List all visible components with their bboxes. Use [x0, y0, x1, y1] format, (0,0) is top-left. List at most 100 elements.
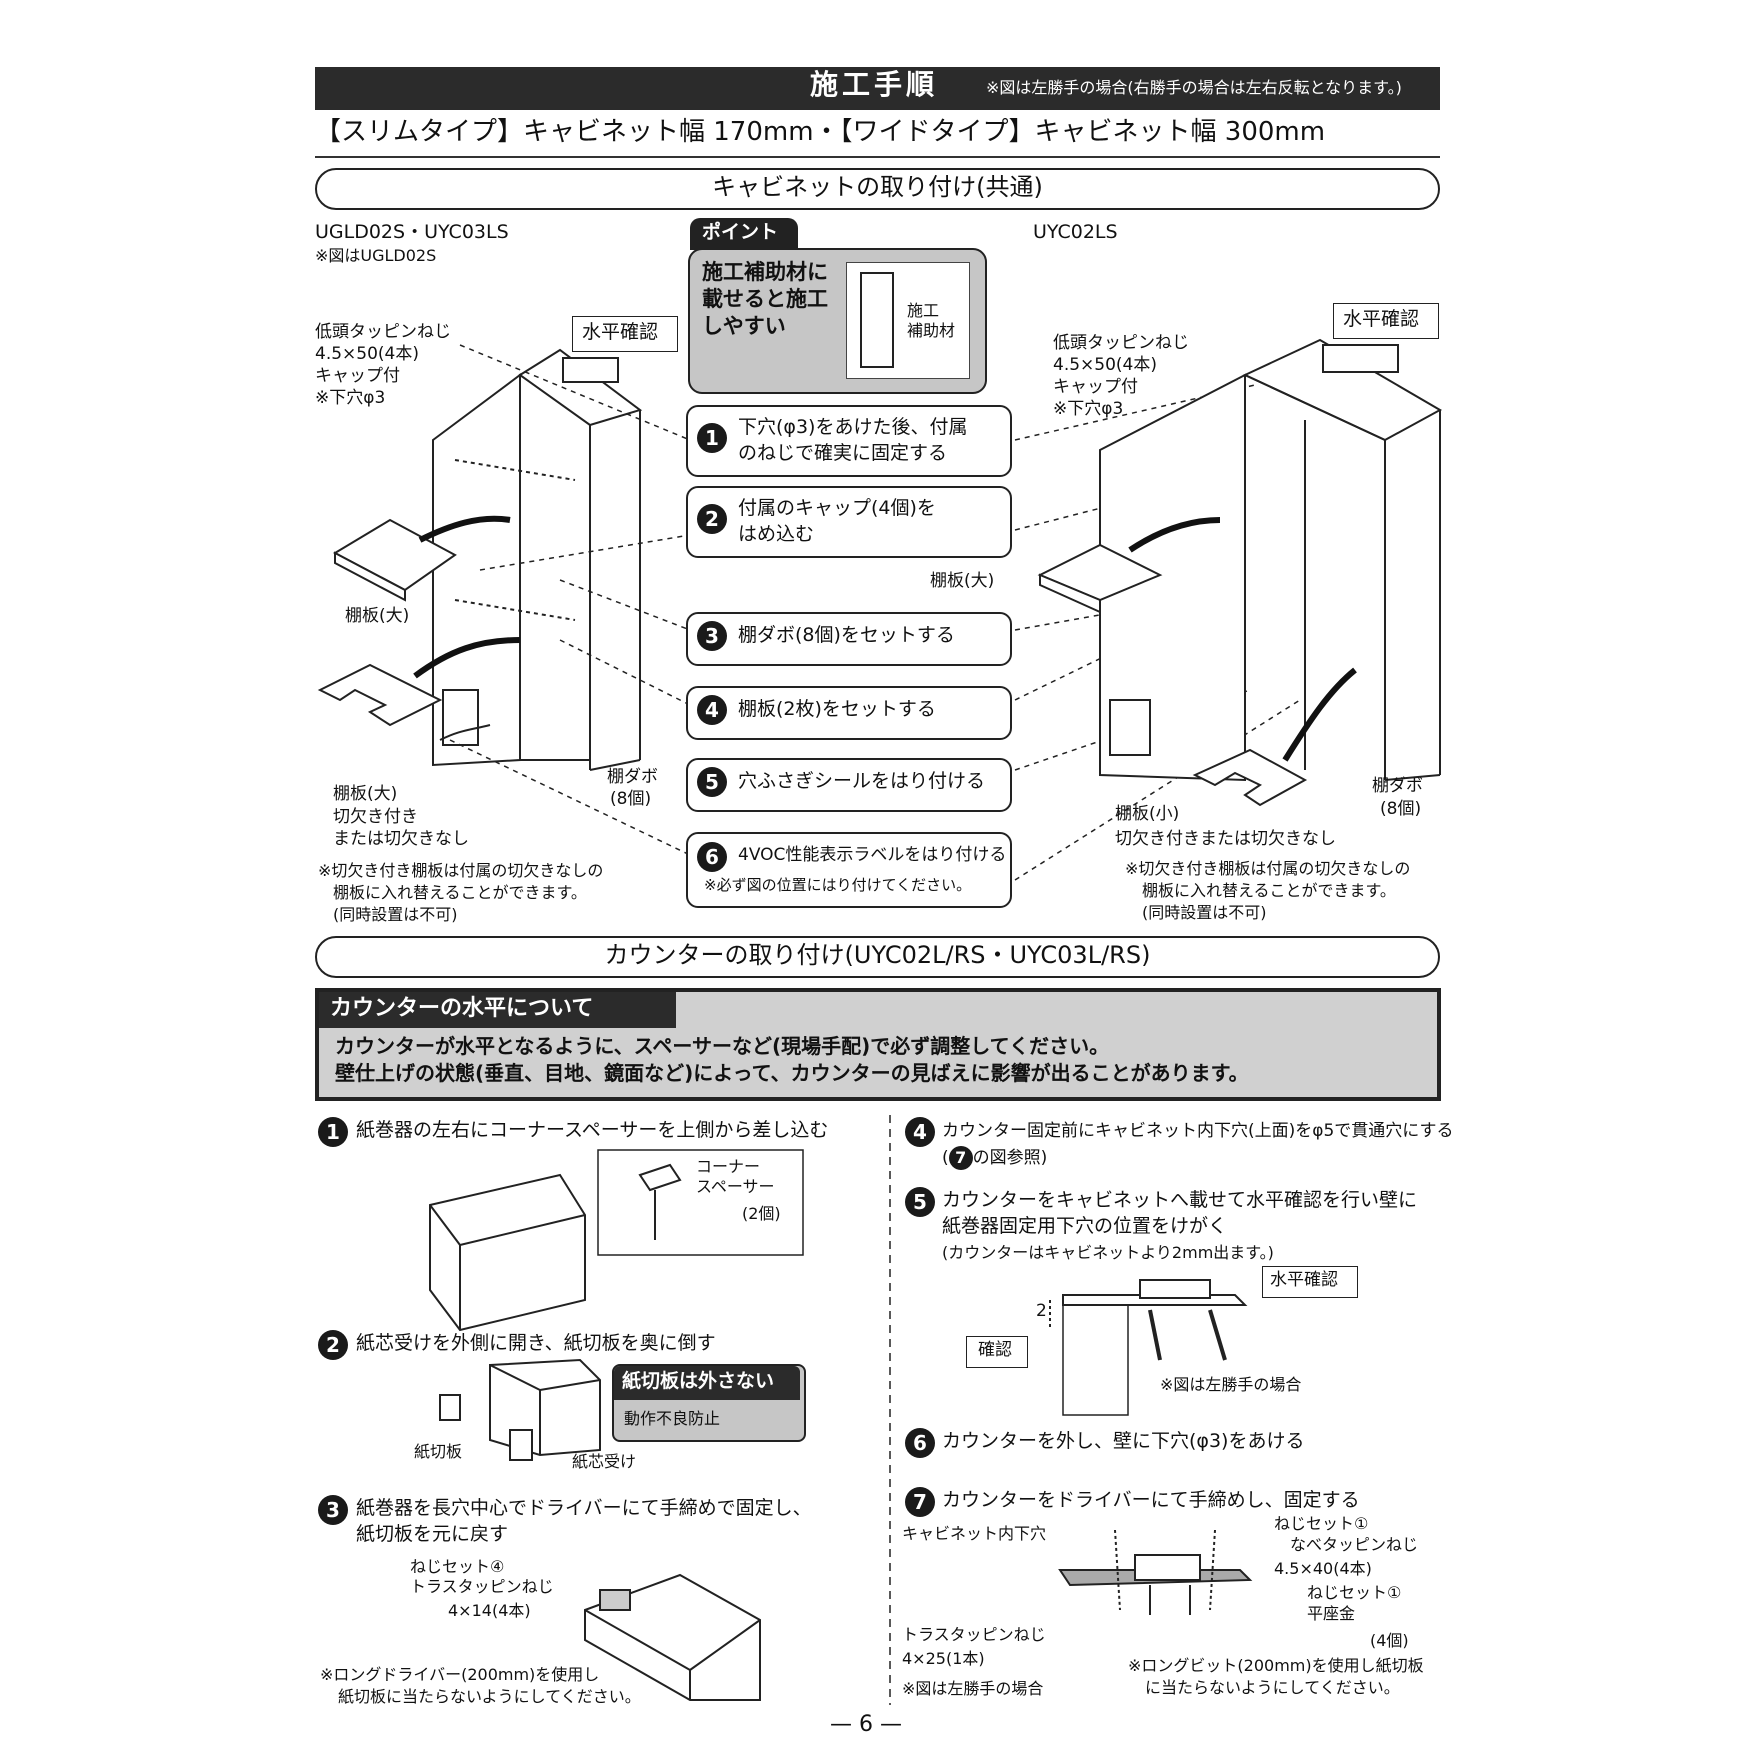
left-shelf-large-2: 棚板(大) — [333, 784, 398, 804]
right-note-3: (同時設置は不可) — [1142, 903, 1267, 922]
section-cabinet-pill — [315, 168, 1440, 210]
step-2-number: 2 — [697, 504, 727, 534]
spacer-label-2: スペーサー — [696, 1177, 775, 1196]
left-level-label: 水平確認 — [582, 321, 659, 343]
step-2-box — [686, 486, 1012, 558]
warn-box-header — [614, 1366, 800, 1400]
page-number: — 6 — — [830, 1712, 902, 1737]
left-shelf-cut-2: または切欠きなし — [333, 829, 469, 849]
cstep-7-text: カウンターをドライバーにて手締めし、固定する — [942, 1489, 1360, 1511]
label-paper-cutter: 紙切板 — [414, 1442, 463, 1461]
left-dowel-1: 棚ダボ — [607, 767, 658, 787]
left-screw-line3: キャップ付 — [315, 366, 400, 386]
cstep-4-ref-number: 7 — [948, 1146, 973, 1170]
label-core-holder: 紙芯受け — [572, 1452, 637, 1471]
step-3-box — [686, 612, 1012, 666]
warn-sub: 動作不良防止 — [624, 1409, 721, 1428]
cstep-5-number: 5 — [905, 1187, 935, 1217]
cstep-7-inner: キャビネット内下穴 — [902, 1524, 1047, 1543]
subtitle-rule — [315, 156, 1440, 158]
right-note-1: ※切欠き付き棚板は付属の切欠きなしの — [1125, 859, 1411, 878]
cstep-5-check-box — [966, 1336, 1028, 1368]
cstep-4-text-a: カウンター固定前にキャビネット内下穴(上面)をφ5で貫通穴にする — [942, 1121, 1454, 1141]
cstep-7-set2-c: (4個) — [1370, 1631, 1409, 1650]
counter-level-line2: 壁仕上げの状態(垂直、目地、鏡面など)によって、カウンターの見ばえに影響が出るこ… — [335, 1061, 1249, 1085]
section-counter-title: カウンターの取り付け(UYC02L/RS・UYC03L/RS) — [604, 941, 1151, 969]
right-note-2: 棚板に入れ替えることができます。 — [1142, 881, 1396, 900]
counter-level-title: カウンターの水平について — [330, 996, 594, 1021]
cstep-5-level-box — [1262, 1266, 1358, 1298]
left-cabinet-drawing — [432, 348, 643, 771]
point-tab — [690, 218, 798, 250]
counter-step5-drawing — [1049, 1279, 1248, 1416]
page-title: 施工手順 — [810, 68, 939, 101]
step-5-number: 5 — [697, 767, 727, 797]
cstep-3-number: 3 — [318, 1495, 348, 1525]
left-screw-line2: 4.5×50(4本) — [315, 344, 419, 364]
step-2-text-a: 付属のキャップ(4個)を — [738, 497, 936, 519]
right-screw-line1: 低頭タッピンねじ — [1053, 333, 1189, 353]
cstep-7-truss-a: トラスタッピンねじ — [902, 1625, 1046, 1644]
left-model-note: ※図はUGLD02S — [315, 246, 437, 265]
cstep-1-text: 紙巻器の左右にコーナースペーサーを上側から差し込む — [356, 1119, 829, 1141]
step-6-box — [686, 832, 1012, 908]
cstep-3-screw-2: トラスタッピンねじ — [410, 1577, 554, 1596]
step-3-text: 棚ダボ(8個)をセットする — [738, 624, 955, 646]
cstep-7-number: 7 — [905, 1487, 935, 1517]
counter-step3-drawing — [584, 1573, 761, 1701]
step-1-box — [686, 405, 1012, 477]
counter-step7-drawing — [1058, 1529, 1253, 1615]
point-text-1: 施工補助材に — [702, 260, 828, 284]
counter-level-tab — [319, 992, 676, 1028]
cstep-4-text-b: の図参照) — [972, 1148, 1048, 1168]
counter-level-line1: カウンターが水平となるように、スペーサーなど(現場手配)で必ず調整してください。 — [335, 1034, 1110, 1058]
cstep-7-lefthand: ※図は左勝手の場合 — [902, 1679, 1044, 1698]
point-aid-1: 施工 — [907, 301, 940, 320]
cstep-5-check: 確認 — [978, 1340, 1012, 1360]
cstep-7-set2-a: ねじセット① — [1307, 1583, 1402, 1602]
cstep-5-level: 水平確認 — [1270, 1270, 1338, 1290]
cstep-3-screw-3: 4×14(4本) — [448, 1601, 531, 1620]
cstep-7-note-2: に当たらないようにしてください。 — [1145, 1678, 1400, 1697]
cstep-5-text-b: 紙巻器固定用下穴の位置をけがく — [942, 1215, 1228, 1237]
right-level-box — [1333, 303, 1439, 339]
step-1-number: 1 — [697, 423, 727, 453]
right-screw-line4: ※下穴φ3 — [1053, 399, 1124, 419]
header-bar — [315, 67, 1440, 110]
cstep-1-number: 1 — [318, 1117, 348, 1147]
counter-step1-drawing — [429, 1149, 804, 1332]
cstep-7-set1-b: なべタッピンねじ — [1290, 1535, 1419, 1554]
cstep-7-set1-c: 4.5×40(4本) — [1274, 1559, 1372, 1578]
right-model: UYC02LS — [1033, 221, 1118, 243]
left-note-2: 棚板に入れ替えることができます。 — [333, 883, 587, 902]
right-dowel-2: (8個) — [1380, 799, 1422, 819]
section-counter-pill — [315, 936, 1440, 978]
cstep-5-note: ※図は左勝手の場合 — [1160, 1375, 1302, 1394]
step-2-text-b: はめ込む — [738, 523, 815, 545]
cstep-6-text: カウンターを外し、壁に下穴(φ3)をあける — [942, 1430, 1305, 1452]
cstep-3-note-2: 紙切板に当たらないようにしてください。 — [338, 1687, 641, 1706]
right-shelf-cut: 切欠き付きまたは切欠きなし — [1115, 829, 1336, 849]
step-4-number: 4 — [697, 695, 727, 725]
cstep-2-number: 2 — [318, 1330, 348, 1360]
spacer-label-3: (2個) — [742, 1204, 781, 1223]
section-cabinet-title: キャビネットの取り付け(共通) — [712, 173, 1043, 201]
cstep-5-text-a: カウンターをキャビネットへ載せて水平確認を行い壁に — [942, 1189, 1418, 1211]
cstep-4-paren: ( — [942, 1148, 949, 1168]
cstep-4-number: 4 — [905, 1117, 935, 1147]
right-shelf-large: 棚板(大) — [930, 571, 995, 591]
right-shelf-small: 棚板(小) — [1115, 804, 1180, 824]
cstep-7-note-1: ※ロングビット(200mm)を使用し紙切板 — [1128, 1656, 1424, 1675]
right-level-label: 水平確認 — [1343, 308, 1420, 330]
subtitle: 【スリムタイプ】キャビネット幅 170mm・【ワイドタイプ】キャビネット幅 30… — [315, 117, 1326, 147]
step-6-text-b: ※必ず図の位置にはり付けてください。 — [704, 876, 972, 894]
step-4-text: 棚板(2枚)をセットする — [738, 698, 936, 720]
left-shelves-drawing — [317, 515, 521, 741]
left-dowel-2: (8個) — [610, 789, 652, 809]
step-4-box — [686, 686, 1012, 740]
left-shelf-large-1: 棚板(大) — [345, 606, 410, 626]
counter-step2-drawing — [439, 1358, 601, 1461]
cstep-3-note-1: ※ロングドライバー(200mm)を使用し — [320, 1665, 600, 1684]
header-note: ※図は左勝手の場合(右勝手の場合は左右反転となります。) — [986, 78, 1402, 97]
